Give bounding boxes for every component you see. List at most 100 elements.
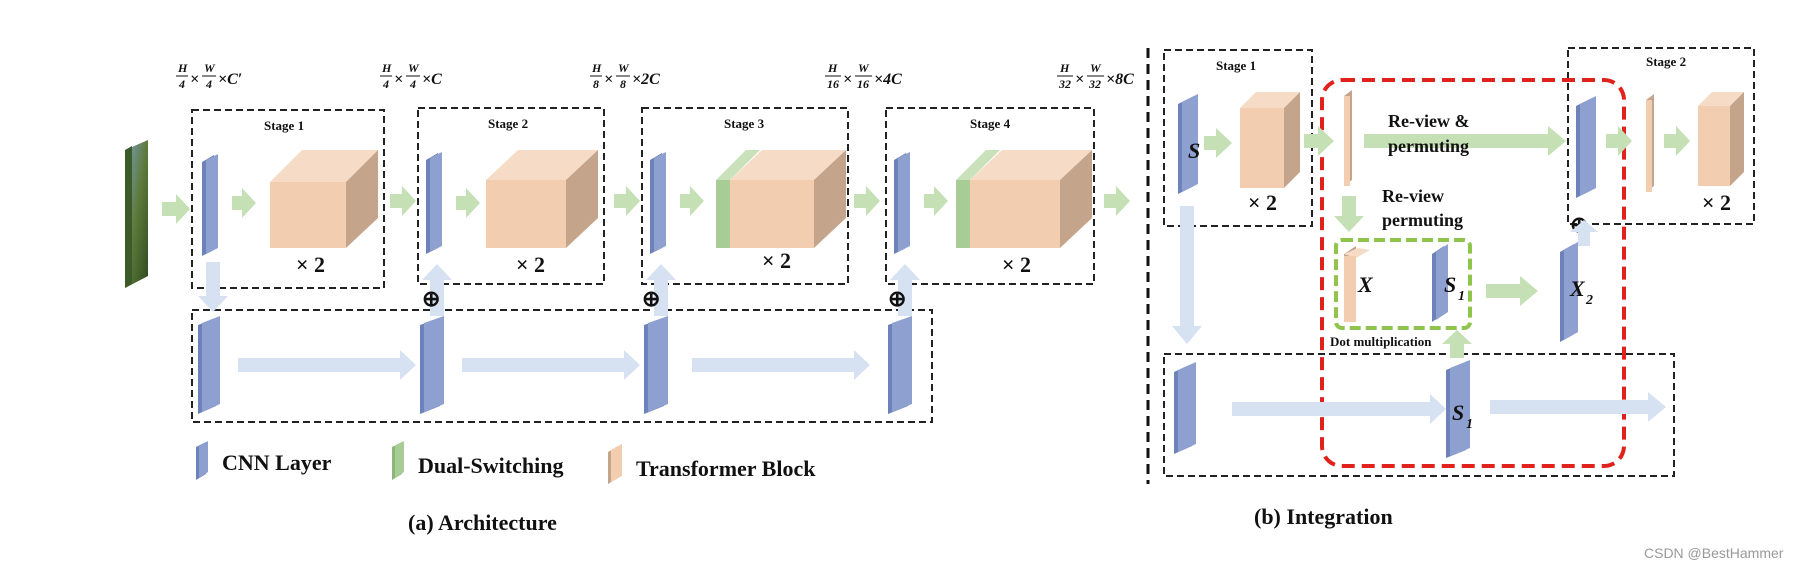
watermark: CSDN @BestHammer xyxy=(1644,545,1784,561)
int-stage2-box xyxy=(1567,47,1755,225)
svg-text:4: 4 xyxy=(409,77,416,91)
blue-arrows-horizontal-a xyxy=(238,350,870,380)
legend-transformer-swatch xyxy=(608,444,622,484)
svg-text:W: W xyxy=(408,61,420,75)
input-image xyxy=(125,140,148,288)
svg-text:32: 32 xyxy=(1088,77,1101,91)
int-stage2-thin xyxy=(1646,94,1654,192)
dim-label-0: H 4 × W 4 ×C′ xyxy=(176,61,242,91)
int-x-block xyxy=(1344,246,1370,322)
svg-text:W: W xyxy=(858,61,870,75)
int-stage2-label: Stage 2 xyxy=(1646,54,1686,69)
int-arrow-to-x2 xyxy=(1486,276,1538,306)
svg-text:W: W xyxy=(204,61,216,75)
legend-dual-swatch xyxy=(392,441,404,480)
int-arrow-branch-2 xyxy=(1490,392,1666,422)
int-transformer-block-2 xyxy=(1698,92,1744,186)
cnn-branch-layer-2 xyxy=(420,316,444,414)
svg-text:4: 4 xyxy=(382,77,389,91)
int-arrow-x2-up xyxy=(1570,220,1598,246)
int-s1-small-sub: 1 xyxy=(1458,289,1465,304)
cnn-layer-s3 xyxy=(650,152,666,254)
transformer-block-s2 xyxy=(486,150,598,248)
int-review1-line1: Re-view & xyxy=(1388,111,1469,131)
int-s1-small-label: S xyxy=(1444,272,1456,297)
int-x2-label: X xyxy=(1569,276,1586,301)
svg-text:×: × xyxy=(190,71,199,88)
repeat-s1: × 2 xyxy=(296,252,325,277)
int-s1-large-label: S xyxy=(1452,400,1464,425)
green-arrows-top xyxy=(162,186,1130,224)
int-review2-line1: Re-view xyxy=(1382,186,1444,206)
cnn-branch-layer-4 xyxy=(888,316,912,414)
stage-2-label: Stage 2 xyxy=(488,116,528,131)
dim-label-3: H 16 × W 16 ×4C xyxy=(825,61,902,91)
cnn-branch-layer-3 xyxy=(644,316,668,414)
oplus-s2: ⊕ xyxy=(422,286,440,311)
repeat-s4: × 2 xyxy=(1002,252,1031,277)
int-arrow-review xyxy=(1364,126,1566,156)
int-review2-line2: permuting xyxy=(1382,210,1463,230)
stage-4-box xyxy=(885,107,1095,285)
stage-2-box xyxy=(417,107,605,285)
svg-text:H: H xyxy=(827,61,838,75)
svg-text:×: × xyxy=(604,71,613,88)
cnn-branch-layer-1 xyxy=(198,316,220,414)
svg-text:×C: ×C xyxy=(422,71,442,88)
int-repeat-2: × 2 xyxy=(1702,190,1731,215)
svg-text:W: W xyxy=(1090,61,1102,75)
int-x2-block xyxy=(1560,242,1578,342)
cnn-branch-box xyxy=(191,309,933,423)
int-review1-line2: permuting xyxy=(1388,136,1469,156)
int-s-layer xyxy=(1178,94,1198,194)
oplus-s3: ⊕ xyxy=(642,286,660,311)
int-thin-slice xyxy=(1344,90,1352,186)
svg-text:×: × xyxy=(1075,71,1084,88)
cnn-layer-s4 xyxy=(894,152,910,254)
svg-text:H: H xyxy=(381,61,392,75)
svg-text:×2C: ×2C xyxy=(632,71,660,88)
int-cnn-box xyxy=(1163,353,1675,477)
dim-label-1: H 4 × W 4 ×C xyxy=(380,61,442,91)
int-arrow-down-review xyxy=(1334,196,1364,232)
svg-text:H: H xyxy=(177,61,188,75)
int-cnn-branch-layer-1 xyxy=(1174,362,1196,454)
int-dotmult-label: Dot multiplication xyxy=(1330,334,1432,349)
int-dotmult-box xyxy=(1334,238,1472,330)
svg-text:H: H xyxy=(591,61,602,75)
int-transformer-block-1 xyxy=(1240,92,1300,188)
svg-text:×: × xyxy=(394,71,403,88)
svg-text:H: H xyxy=(1059,61,1070,75)
int-arrow-s-down xyxy=(1172,206,1202,344)
dual-switching-s4 xyxy=(956,150,1000,248)
int-stage2-cnn xyxy=(1576,96,1596,198)
svg-text:8: 8 xyxy=(620,77,626,91)
transformer-block-s3 xyxy=(730,150,846,248)
cnn-layer-s2 xyxy=(426,152,442,254)
int-s1-block-small xyxy=(1432,244,1448,322)
int-red-region xyxy=(1320,78,1626,468)
caption-integration: (b) Integration xyxy=(1254,504,1393,529)
repeat-s2: × 2 xyxy=(516,252,545,277)
svg-text:4: 4 xyxy=(205,77,212,91)
caption-architecture: (a) Architecture xyxy=(408,510,557,535)
int-s-label: S xyxy=(1188,138,1200,163)
repeat-s3: × 2 xyxy=(762,248,791,273)
int-arrow-branch-1 xyxy=(1232,394,1446,424)
svg-text:×C′: ×C′ xyxy=(218,71,242,88)
int-s1-large-sub: 1 xyxy=(1466,417,1473,432)
blue-arrows-vertical-a xyxy=(198,262,920,316)
transformer-block-s4 xyxy=(970,150,1092,248)
svg-text:×4C: ×4C xyxy=(874,71,902,88)
int-repeat-1: × 2 xyxy=(1248,190,1277,215)
int-arrow-s2-b xyxy=(1664,126,1690,156)
svg-text:8: 8 xyxy=(593,77,599,91)
legend-cnn-swatch xyxy=(196,441,208,480)
svg-text:W: W xyxy=(618,61,630,75)
svg-text:×8C: ×8C xyxy=(1106,71,1134,88)
int-arrow-s2-a xyxy=(1606,126,1632,156)
int-arrow-block-to-thin xyxy=(1304,126,1334,156)
stage-3-label: Stage 3 xyxy=(724,116,765,131)
svg-text:32: 32 xyxy=(1058,77,1071,91)
